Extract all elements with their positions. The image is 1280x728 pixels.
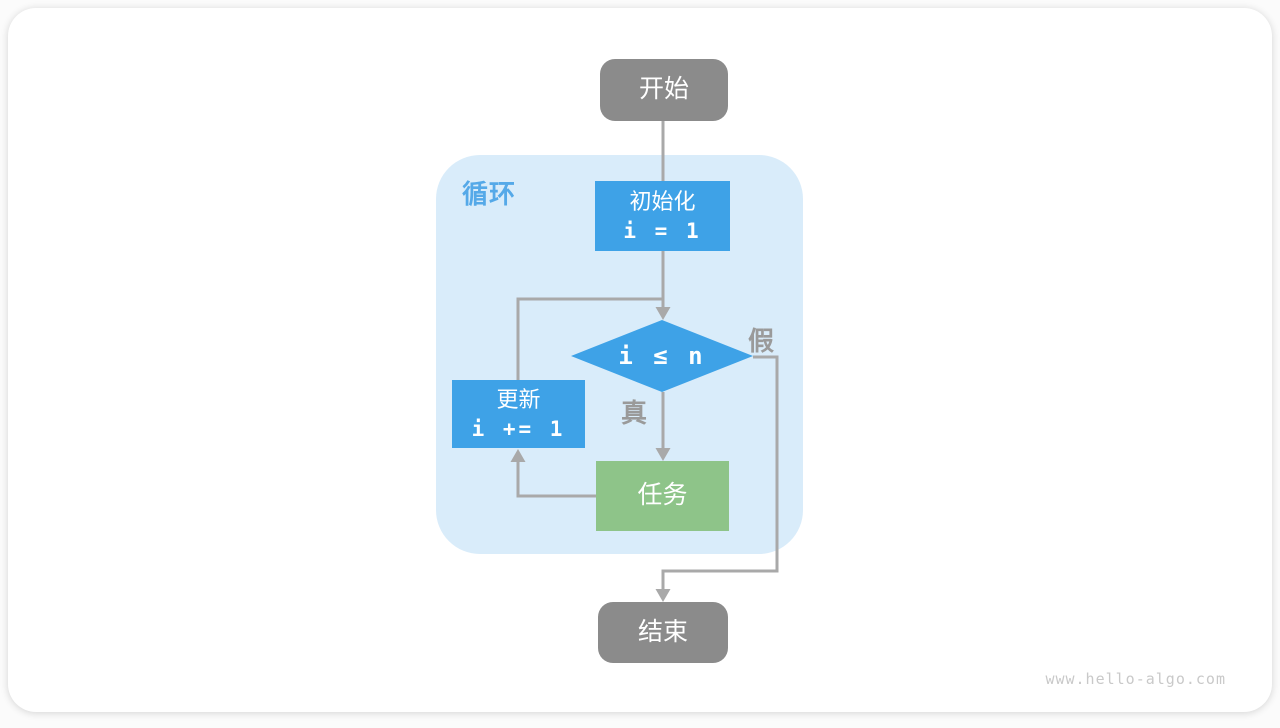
init-node: 初始化 i = 1: [595, 181, 730, 251]
connector-task-to-update: [516, 462, 596, 498]
task-node: 任务: [596, 461, 729, 531]
end-node-label: 结束: [637, 617, 688, 646]
arrowhead-into-end: [655, 589, 671, 602]
branch-true-label: 真: [621, 398, 648, 428]
canvas-card: 循环 开始 初始化 i = 1 i ≤ n 真 假 更新: [8, 8, 1272, 712]
end-node: 结束: [598, 602, 728, 663]
connector-layer: [510, 121, 779, 602]
update-node-title: 更新: [496, 387, 541, 413]
branch-false-label: 假: [748, 326, 775, 356]
connector-condition-false-to-end: [661, 355, 779, 589]
condition-node-code: i ≤ n: [618, 342, 706, 370]
task-node-label: 任务: [637, 481, 688, 510]
connector-update-to-mainline: [516, 297, 663, 380]
flowchart-stage: 循环 开始 初始化 i = 1 i ≤ n 真 假 更新: [8, 8, 1272, 712]
arrowhead-into-update: [510, 449, 526, 462]
arrowhead-into-condition: [655, 307, 671, 320]
init-node-title: 初始化: [629, 189, 696, 215]
init-node-code: i = 1: [623, 218, 702, 243]
watermark: www.hello-algo.com: [1045, 670, 1226, 688]
loop-region-label: 循环: [462, 179, 517, 209]
update-node-code: i += 1: [471, 416, 566, 441]
start-node-label: 开始: [638, 75, 689, 104]
start-node: 开始: [600, 59, 728, 121]
update-node: 更新 i += 1: [452, 380, 585, 448]
arrowhead-into-task: [655, 448, 671, 461]
